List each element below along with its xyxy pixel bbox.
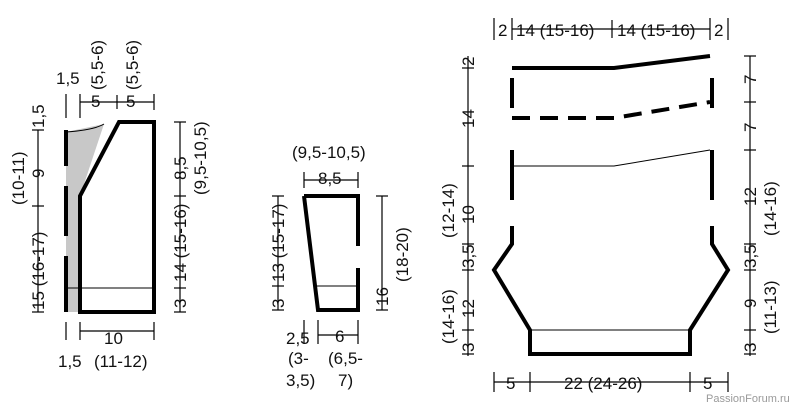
back-right-9: 9 <box>741 299 760 308</box>
sleeve-outline <box>302 194 360 312</box>
back-left-10: 10 <box>459 205 478 224</box>
back-bottom-5-right: 5 <box>703 374 712 393</box>
sleeve-left-3: 3 <box>269 299 288 308</box>
sleeve-bottom-3-5: 3,5) <box>286 371 315 390</box>
sleeve-right-16: 16 <box>373 287 392 306</box>
back-bottom-22: 22 (24-26) <box>564 374 642 393</box>
back-left-3: 3 <box>459 343 478 352</box>
back-left-12-14: (12-14) <box>439 183 458 238</box>
back-right-11-13: (11-13) <box>761 280 780 334</box>
back-neckline-thin <box>512 149 711 167</box>
sleeve-right-18-20: (18-20) <box>393 227 412 282</box>
front-top-5-right: 5 <box>126 92 135 111</box>
front-top-5-left: 5 <box>91 92 100 111</box>
front-outline <box>78 120 156 314</box>
sleeve-bottom-7: 7) <box>338 371 353 390</box>
front-bottom-1-5: 1,5 <box>58 352 82 371</box>
front-left-vertical: 15 (16-17) <box>29 232 48 310</box>
sleeve-bottom-2-5: 2,5 <box>286 329 310 348</box>
sleeve-bottom-6-5: (6,5- <box>328 349 363 368</box>
front-right-14: 14 (15-16) <box>171 204 190 282</box>
front-dimensions <box>32 94 186 340</box>
back-top-14-right: 14 (15-16) <box>617 21 695 40</box>
front-right-1-5: 1,5 <box>29 104 48 128</box>
front-bottom-11-12: (11-12) <box>94 352 148 371</box>
front-right-9-5: (9,5-10,5) <box>191 121 210 195</box>
front-right-8-5: 8,5 <box>171 156 190 180</box>
back-left-3-5: 3,5 <box>459 244 478 268</box>
front-right-3: 3 <box>171 299 190 308</box>
back-right-7-top: 7 <box>741 75 760 84</box>
sleeve-dimensions <box>272 172 388 344</box>
back-left-edge <box>491 78 731 356</box>
back-right-7-mid: 7 <box>741 123 760 132</box>
sleeve-left-13: 13 (15-17) <box>269 204 288 282</box>
back-top-2-right: 2 <box>714 21 723 40</box>
back-right-3-5: 3,5 <box>741 244 760 268</box>
front-shaded-area <box>66 124 104 312</box>
sleeve-top-8-5: 8,5 <box>318 169 342 188</box>
back-bottom-5-left: 5 <box>506 374 515 393</box>
back-left-12: 12 <box>459 299 478 318</box>
front-top-5-6-right: (5,5-6) <box>123 40 142 90</box>
back-left-14-16: (14-16) <box>439 289 458 344</box>
back-neckline-dashed <box>512 100 711 120</box>
back-right-12: 12 <box>741 187 760 206</box>
sleeve-piece <box>302 194 360 312</box>
sleeve-bottom-3: (3- <box>288 349 309 368</box>
watermark: PassionForum.ru <box>706 393 790 405</box>
back-left-14: 14 <box>459 109 478 128</box>
front-piece <box>64 120 156 314</box>
back-right-3: 3 <box>741 343 760 352</box>
back-top-2-left: 2 <box>498 21 507 40</box>
front-edge-small-top: 1,5 <box>56 69 80 88</box>
front-left-10-11: (10-11) <box>9 151 28 205</box>
back-top-shoulder <box>512 54 711 70</box>
sleeve-top-9-5: (9,5-10,5) <box>292 143 366 162</box>
front-bottom-10: 10 <box>104 329 123 348</box>
back-dimensions <box>462 18 756 392</box>
sleeve-bottom-6: 6 <box>335 327 344 346</box>
back-right-14-16: (14-16) <box>761 181 780 236</box>
back-piece <box>491 54 731 356</box>
front-curve <box>65 123 105 133</box>
front-left-9: 9 <box>29 169 48 178</box>
back-left-2: 2 <box>459 57 478 66</box>
front-top-5-6-left: (5,5-6) <box>88 40 107 90</box>
back-top-14-left: 14 (15-16) <box>516 21 594 40</box>
